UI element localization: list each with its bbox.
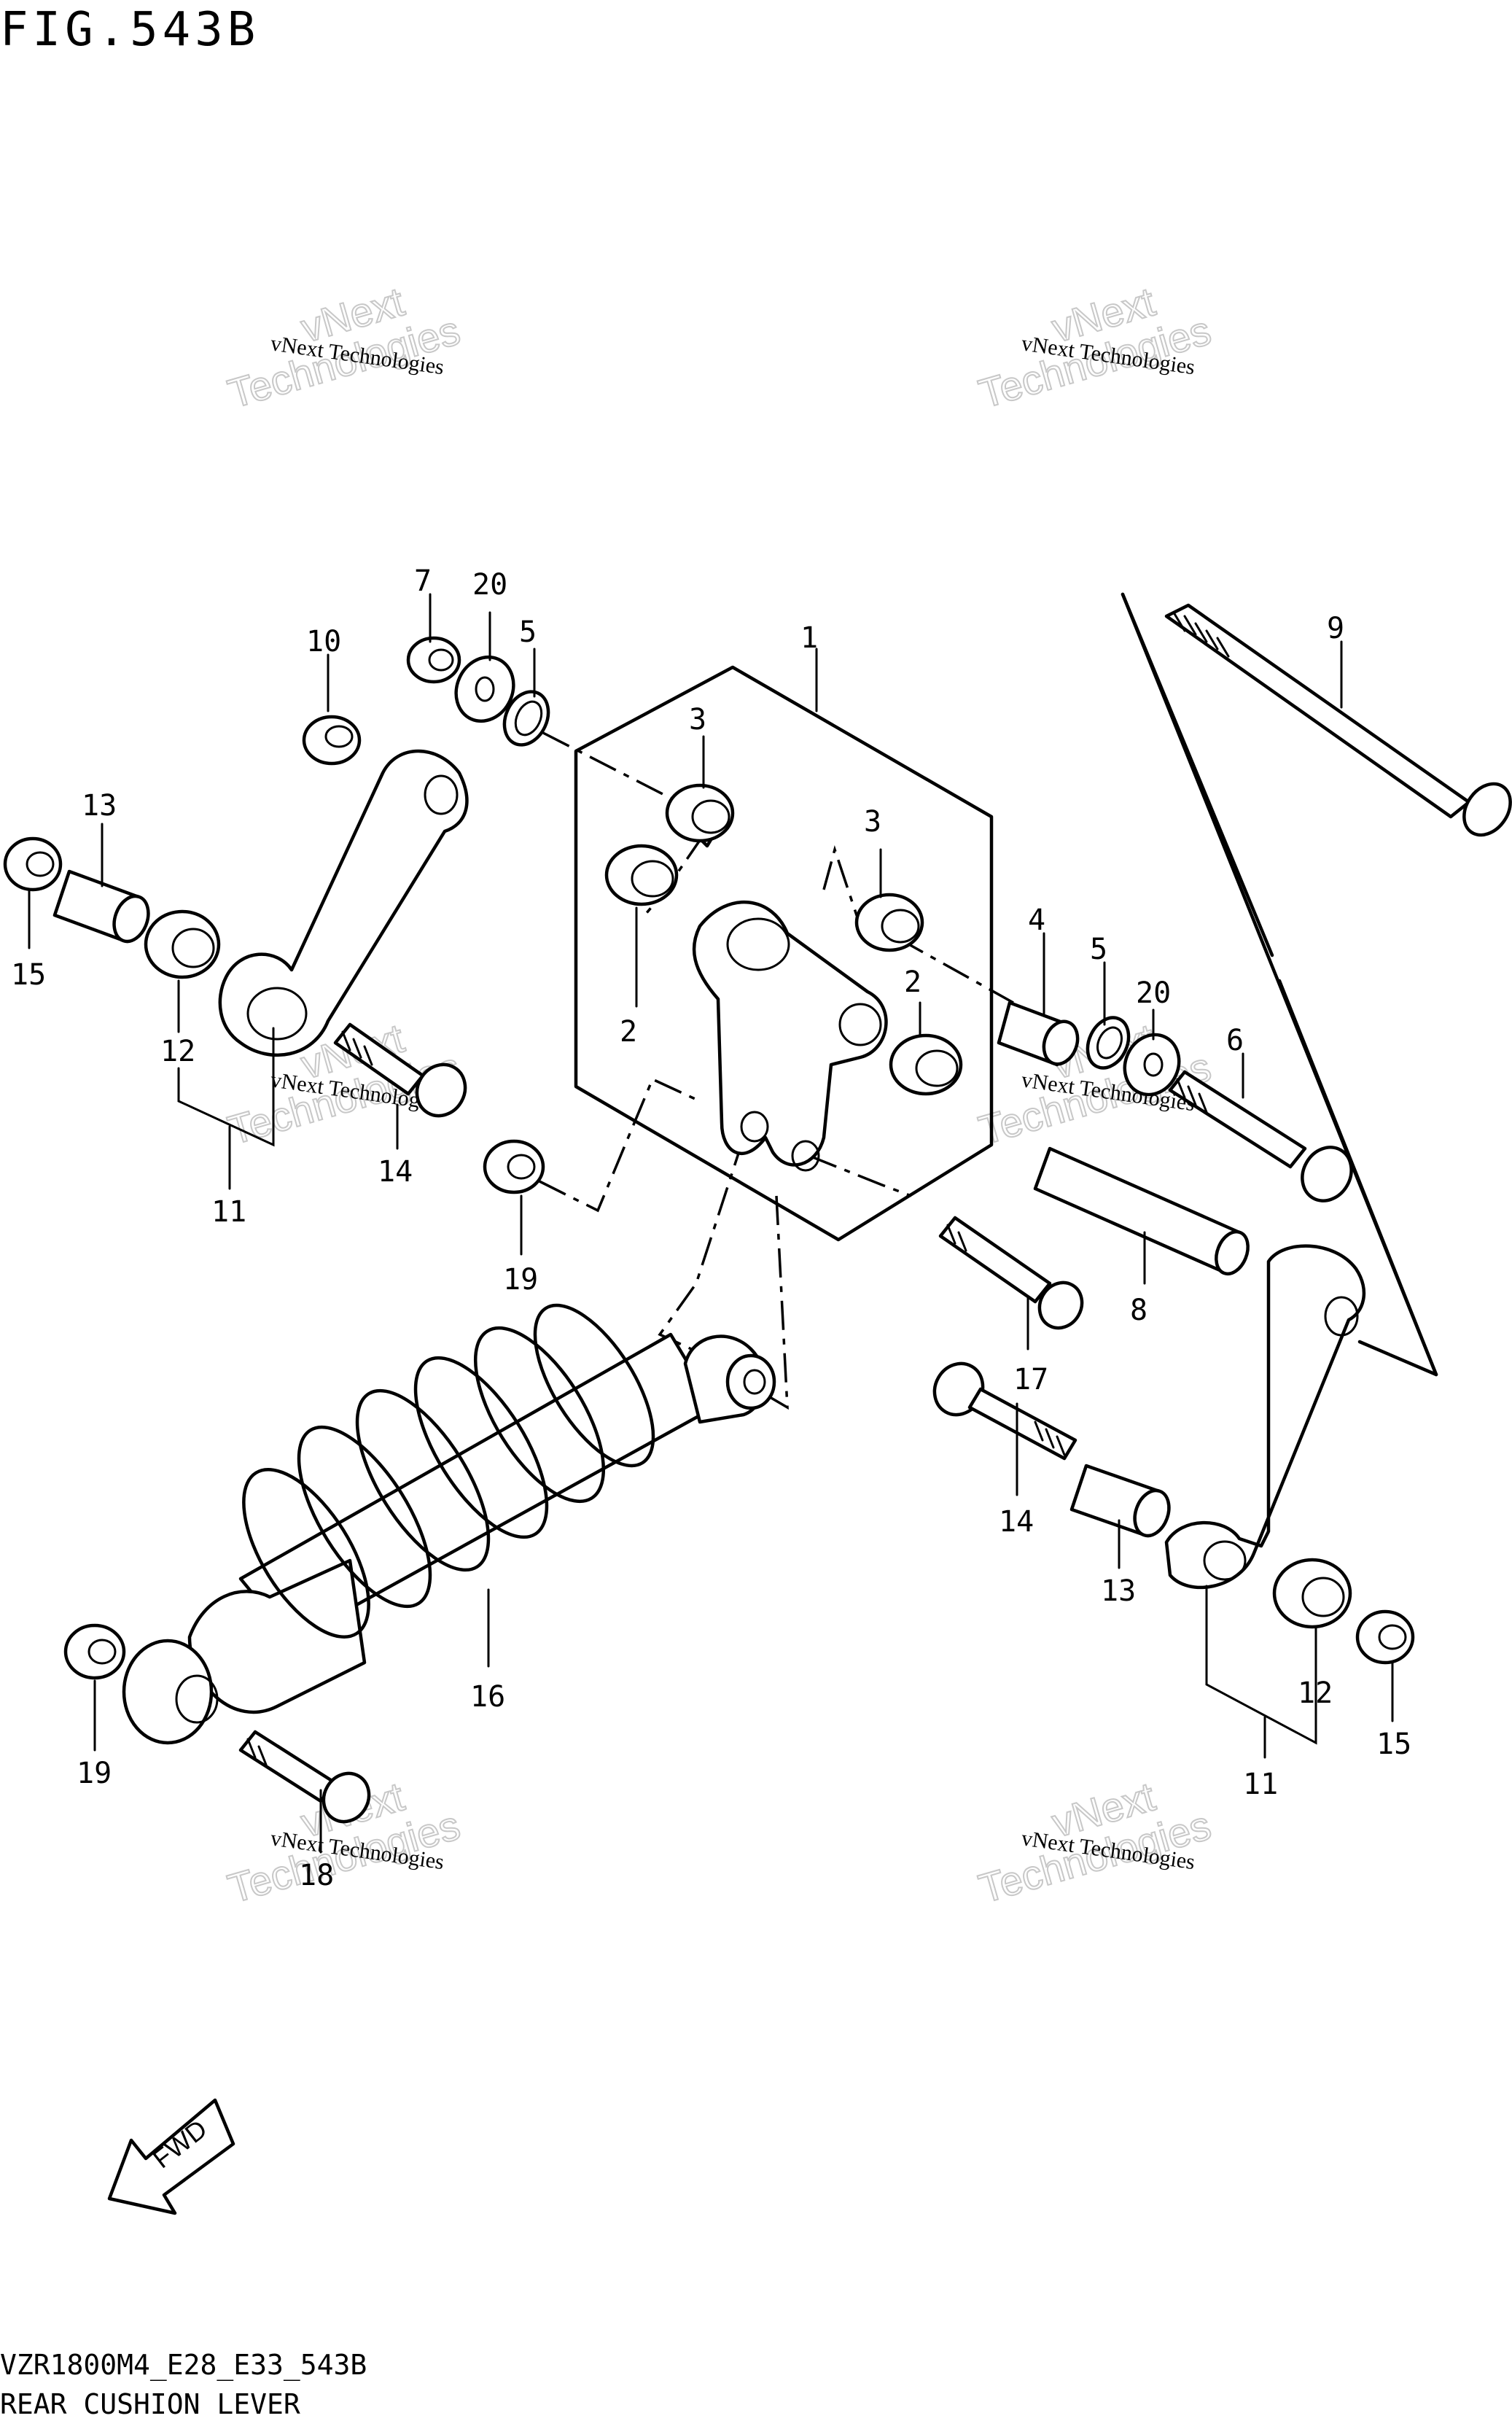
callout-7: 7 — [414, 564, 432, 598]
part-12-bearing-right — [1272, 1558, 1352, 1629]
callout-9: 9 — [1327, 612, 1344, 645]
part-9-bolt — [1164, 603, 1512, 837]
callout-10: 10 — [306, 625, 341, 658]
callout-15: 15 — [11, 958, 46, 992]
figure-title: FIG.543B — [0, 3, 260, 57]
part-12-bearing-left — [144, 909, 221, 979]
callout-12: 12 — [160, 1035, 195, 1068]
part-8-sleeve — [1033, 1146, 1250, 1276]
callout-3: 3 — [689, 703, 706, 737]
callout-20: 20 — [472, 568, 507, 602]
part-19-nut-upper — [483, 1139, 545, 1194]
assembly-outline-lever — [574, 665, 994, 1242]
watermark-top-right: Technologies vNext vNext Technologies — [973, 277, 1217, 417]
watermark-bottom-right: Technologies vNext vNext Technologies — [973, 1772, 1217, 1912]
callout-19: 19 — [77, 1757, 112, 1790]
part-3-bearing-upper — [665, 783, 735, 848]
callout-12: 12 — [1298, 1676, 1333, 1710]
part-16-shock-absorber — [122, 1303, 776, 1745]
rod-outline-segment — [1277, 979, 1438, 1377]
callout-2: 2 — [904, 965, 921, 999]
part-14-bolt-left — [333, 1022, 467, 1118]
part-20-washer-upper — [454, 655, 515, 723]
callout-13: 13 — [82, 789, 117, 823]
figure-caption: REAR CUSHION LEVER — [0, 2388, 300, 2420]
part-10-nut — [302, 715, 362, 766]
callout-19: 19 — [503, 1263, 538, 1297]
part-11-cushion-rod-left — [218, 749, 469, 1057]
part-11-cushion-rod-right — [1164, 1244, 1366, 1590]
part-13-collar-right — [1069, 1464, 1171, 1538]
callout-5: 5 — [519, 615, 537, 649]
callout-2: 2 — [620, 1015, 637, 1049]
callout-20: 20 — [1136, 976, 1171, 1010]
callout-17: 17 — [1013, 1363, 1048, 1396]
callout-3: 3 — [864, 805, 881, 839]
rod-outline-segment — [1121, 592, 1274, 957]
callout-18: 18 — [299, 1859, 334, 1892]
part-15-nut-left — [3, 836, 63, 892]
callout-11: 11 — [1243, 1768, 1278, 1801]
part-5-seal-upper — [502, 690, 550, 747]
fwd-arrow-icon: FWD — [107, 2098, 235, 2215]
leader-lines — [28, 593, 1394, 1854]
part-4-collar — [997, 1000, 1080, 1067]
part-20-washer-right — [1123, 1033, 1181, 1097]
callout-14: 14 — [378, 1155, 413, 1189]
callout-11: 11 — [211, 1195, 246, 1229]
callout-16: 16 — [470, 1680, 505, 1714]
part-5-seal-right — [1086, 1016, 1131, 1070]
part-13-collar-left — [52, 869, 150, 944]
callout-6: 6 — [1226, 1024, 1244, 1057]
part-6-bolt — [1168, 1070, 1353, 1202]
part-2-bearing-left — [604, 844, 679, 906]
part-17-bolt — [938, 1216, 1084, 1330]
callout-8: 8 — [1130, 1294, 1147, 1327]
part-18-bolt — [238, 1730, 371, 1824]
part-3-bearing-right — [854, 893, 924, 952]
callout-5: 5 — [1090, 933, 1107, 966]
part-7-nut — [406, 636, 461, 684]
part-1-cushion-lever — [692, 900, 888, 1172]
watermark-top-left: Technologies vNext vNext Technologies — [222, 277, 466, 417]
callout-1: 1 — [800, 621, 818, 655]
callout-13: 13 — [1101, 1574, 1136, 1608]
callout-15: 15 — [1376, 1728, 1411, 1761]
model-code: VZR1800M4_E28_E33_543B — [0, 2349, 367, 2382]
callout-14: 14 — [999, 1505, 1034, 1539]
part-14-bolt-right — [932, 1361, 1078, 1461]
part-2-bearing-right — [889, 1033, 963, 1096]
part-15-nut-right — [1355, 1609, 1415, 1665]
part-19-nut-lower — [63, 1623, 126, 1680]
callout-4: 4 — [1028, 903, 1045, 937]
callouts: 1 2 2 3 3 4 5 5 6 7 8 9 10 11 11 12 12 1… — [11, 564, 1411, 1892]
